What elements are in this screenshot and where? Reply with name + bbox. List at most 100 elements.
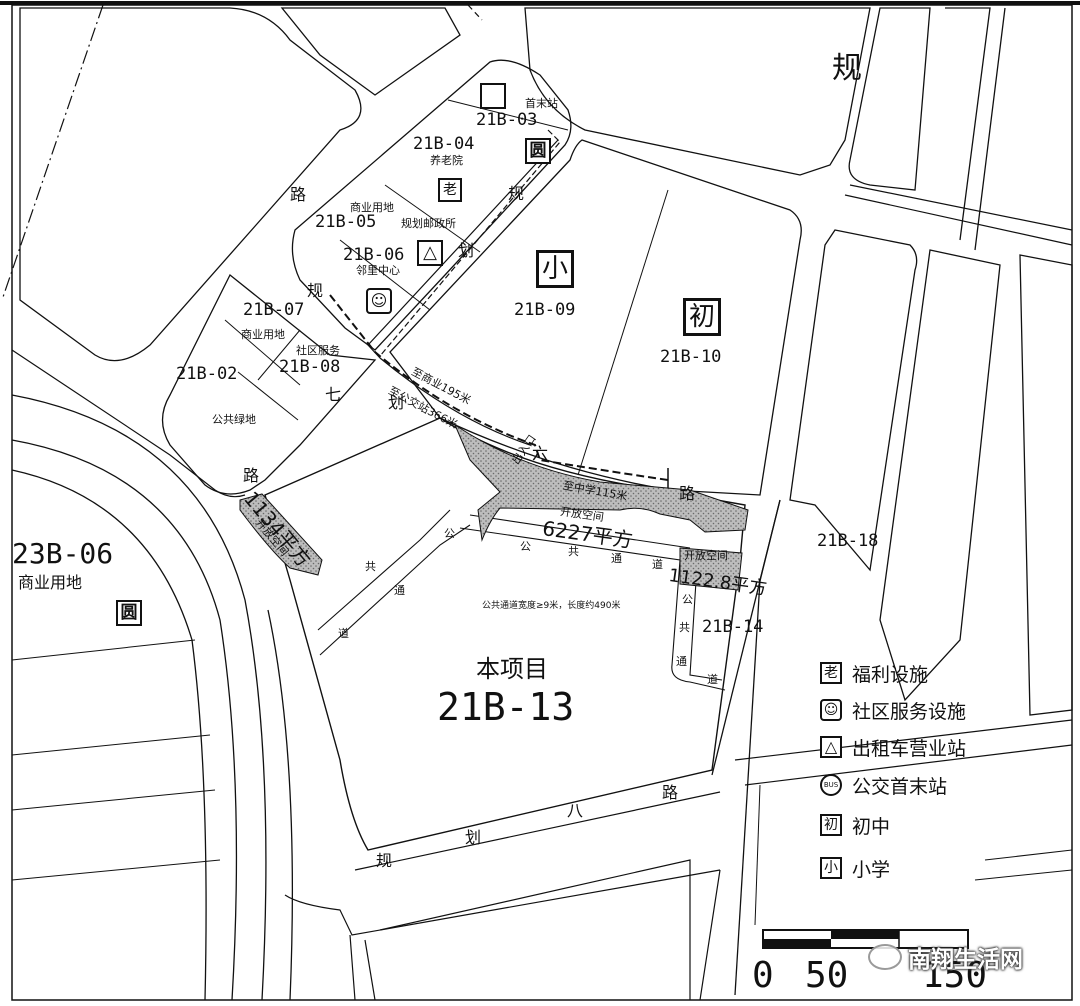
lot-21b-09-10: [389, 139, 802, 496]
open-space-6227: [453, 423, 749, 542]
scale-label-fifty: 50: [805, 955, 849, 996]
passage-char-w-gong2: 共: [679, 621, 690, 634]
scale-bar: [762, 929, 969, 949]
road-label-hua-mid: 划: [388, 393, 405, 412]
parcel-21b-14-code: 21B-14: [702, 617, 764, 637]
passage-char-v-gong: 公: [520, 540, 531, 553]
scale-label-one-fifty: 150: [922, 955, 988, 996]
road-label-gui-top: 规: [832, 51, 862, 86]
community-legend-icon: ☺: [820, 699, 842, 721]
legend-row-bus: BUS 公交首末站: [820, 772, 947, 798]
parcel-21b-04-code: 21B-04: [413, 134, 475, 154]
block-top-middle: [280, 7, 461, 96]
junior-legend-icon: 初: [820, 814, 842, 836]
project-title: 本项目: [476, 655, 548, 683]
watermark-text: 南翔生活网: [908, 947, 1023, 973]
primary-school-icon: 小: [536, 250, 574, 288]
open-space-c-label: 开放空间: [684, 549, 728, 562]
parcel-21b-06-note: 邻里中心: [356, 264, 400, 277]
parcel-21b-02-note: 公共绿地: [212, 413, 256, 426]
legend-label-taxi: 出租车营业站: [852, 737, 967, 760]
legend-row-welfare: 老 福利设施: [820, 660, 928, 686]
passage-char-w-dao: 道: [707, 673, 718, 686]
passage-char-gong2: 共: [568, 545, 579, 558]
primary-legend-icon: 小: [820, 857, 842, 879]
legend-label-junior: 初中: [852, 815, 891, 838]
passage-char-w-gong: 公: [682, 593, 693, 606]
district-boundary: [1, 4, 104, 301]
lot-north: [291, 59, 572, 351]
passage-char-v-tong: 通: [394, 584, 405, 597]
wechat-icon: [868, 944, 902, 970]
open-space-1134: [239, 493, 323, 576]
passage-char-tong: 通: [611, 552, 622, 565]
public-passage: [459, 514, 726, 691]
parcel-23b-06-note: 商业用地: [18, 573, 83, 592]
parcel-21b-18-code: 21B-18: [817, 531, 879, 551]
legend-row-junior: 初 初中: [820, 812, 890, 838]
parcel-21b-03-note: 首末站: [525, 97, 558, 110]
circle-sign-icon: 圆: [525, 138, 551, 164]
road-label-gui-upper: 规: [508, 184, 525, 203]
block-right-mid: [789, 229, 918, 572]
parcel-21b-08-note: 社区服务: [296, 344, 340, 357]
road-label-ba: 八: [567, 801, 584, 820]
parcel-23b-06-code: 23B-06: [12, 537, 114, 570]
circle-sign-icon-2: 圆: [116, 600, 142, 626]
road-label-gui-left: 规: [307, 281, 324, 300]
lot-west: [161, 273, 377, 495]
parcel-21b-06-code: 21B-06: [343, 245, 405, 265]
taxi-icon: △: [417, 240, 443, 266]
parcel-21b-05-note2: 规划邮政所: [401, 217, 456, 230]
parcel-21b-10-code: 21B-10: [660, 347, 722, 367]
district-boundary-2: [467, 4, 483, 21]
watermark: 南翔生活网: [868, 940, 1023, 974]
road-label-gui-bottom: 规: [376, 851, 393, 870]
project-code: 21B-13: [437, 685, 575, 729]
passage-char-gong: 公: [444, 527, 455, 540]
elderly-legend-icon: 老: [820, 662, 842, 684]
parcel-21b-09-code: 21B-09: [514, 300, 576, 320]
parcel-21b-08-code: 21B-08: [279, 357, 341, 377]
road-label-liu: 六: [532, 444, 549, 463]
road-label-hua-bottom: 划: [465, 828, 482, 847]
parcel-21b-07-note: 商业用地: [241, 328, 285, 341]
passage-char-v-gong2: 共: [365, 560, 376, 573]
road-label-lu-upper: 路: [290, 185, 307, 204]
parcel-21b-04-note: 养老院: [430, 154, 463, 167]
elderly-icon: 老: [438, 178, 462, 202]
passage-char-dao: 道: [652, 558, 663, 571]
block-top-far-right: [848, 7, 931, 191]
road-label-lu-left: 路: [243, 466, 260, 485]
parcel-21b-05-code: 21B-05: [315, 212, 377, 232]
legend-row-taxi: △ 出租车营业站: [820, 734, 966, 760]
passage-char-w-tong: 通: [676, 655, 687, 668]
road-label-lu-bottom: 路: [662, 783, 679, 802]
empty-facility-icon: [480, 83, 506, 109]
left-arc-mid: [11, 439, 238, 1001]
legend-label-welfare: 福利设施: [852, 663, 929, 686]
bus-legend-icon: BUS: [820, 774, 842, 796]
road-label-hua-upper: 划: [458, 241, 475, 260]
legend-label-primary: 小学: [852, 858, 891, 881]
left-arc-outer: [11, 394, 267, 1001]
legend-label-bus: 公交首末站: [852, 775, 948, 798]
passage-char-v-dao: 道: [338, 627, 349, 640]
taxi-legend-icon: △: [820, 736, 842, 758]
parcel-21b-02-code: 21B-02: [176, 364, 238, 384]
parcel-21b-03-code: 21B-03: [476, 110, 538, 130]
parcel-21b-07-code: 21B-07: [243, 300, 305, 320]
scale-label-zero: 0: [752, 955, 774, 996]
block-top-right: [524, 7, 871, 176]
legend-row-primary: 小 小学: [820, 855, 890, 881]
legend-label-community: 社区服务设施: [852, 700, 967, 723]
passage-description: 公共通道宽度≥9米，长度约490米: [482, 601, 621, 611]
community-service-icon: ☺: [366, 288, 392, 314]
junior-school-icon: 初: [683, 298, 721, 336]
parcel-21b-05-note: 商业用地: [350, 201, 394, 214]
road-label-qi: 七: [325, 385, 342, 404]
open-space-1122: [679, 547, 743, 591]
legend-row-community: ☺ 社区服务设施: [820, 697, 966, 723]
